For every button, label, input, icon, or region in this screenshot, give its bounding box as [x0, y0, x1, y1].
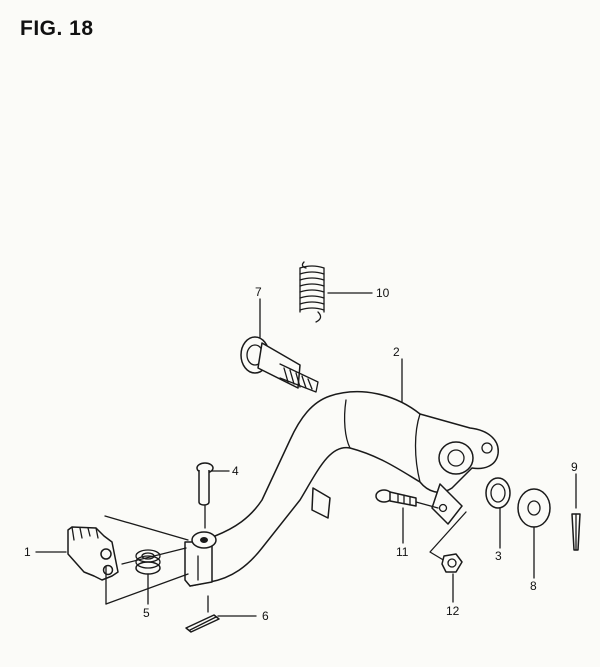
oil-seal-part-3 — [485, 477, 511, 509]
figure-title: FIG. 18 — [20, 17, 94, 40]
callout-9: 9 — [571, 460, 578, 474]
cotter-pin-part-6 — [185, 595, 220, 633]
washer-part-8 — [517, 488, 551, 528]
bracket-part-1 — [67, 526, 119, 581]
callout-5: 5 — [143, 606, 150, 620]
clevis-pin-part-4 — [196, 462, 214, 529]
pivot-bolt-part-7 — [240, 336, 319, 393]
assembly-line — [121, 547, 187, 565]
callout-4: 4 — [232, 464, 239, 478]
callout-1: 1 — [24, 545, 31, 559]
bolt-part-11 — [375, 489, 417, 507]
callout-leaders — [35, 292, 577, 617]
callout-2: 2 — [393, 345, 400, 359]
callout-3: 3 — [495, 549, 502, 563]
callout-8: 8 — [530, 579, 537, 593]
callout-6: 6 — [262, 609, 269, 623]
callout-10: 10 — [376, 286, 390, 300]
callout-12: 12 — [446, 604, 460, 618]
assembly-line — [105, 573, 189, 605]
nut-part-12 — [441, 553, 463, 573]
return-spring-part-10 — [299, 261, 325, 323]
assembly-line — [415, 501, 439, 509]
callout-7: 7 — [255, 285, 262, 299]
brake-pedal-arm-part-2 — [184, 390, 499, 587]
cotter-pin-part-9 — [571, 513, 581, 551]
callout-11: 11 — [396, 545, 409, 559]
assembly-line — [104, 515, 189, 541]
spring-part-5 — [135, 549, 161, 575]
